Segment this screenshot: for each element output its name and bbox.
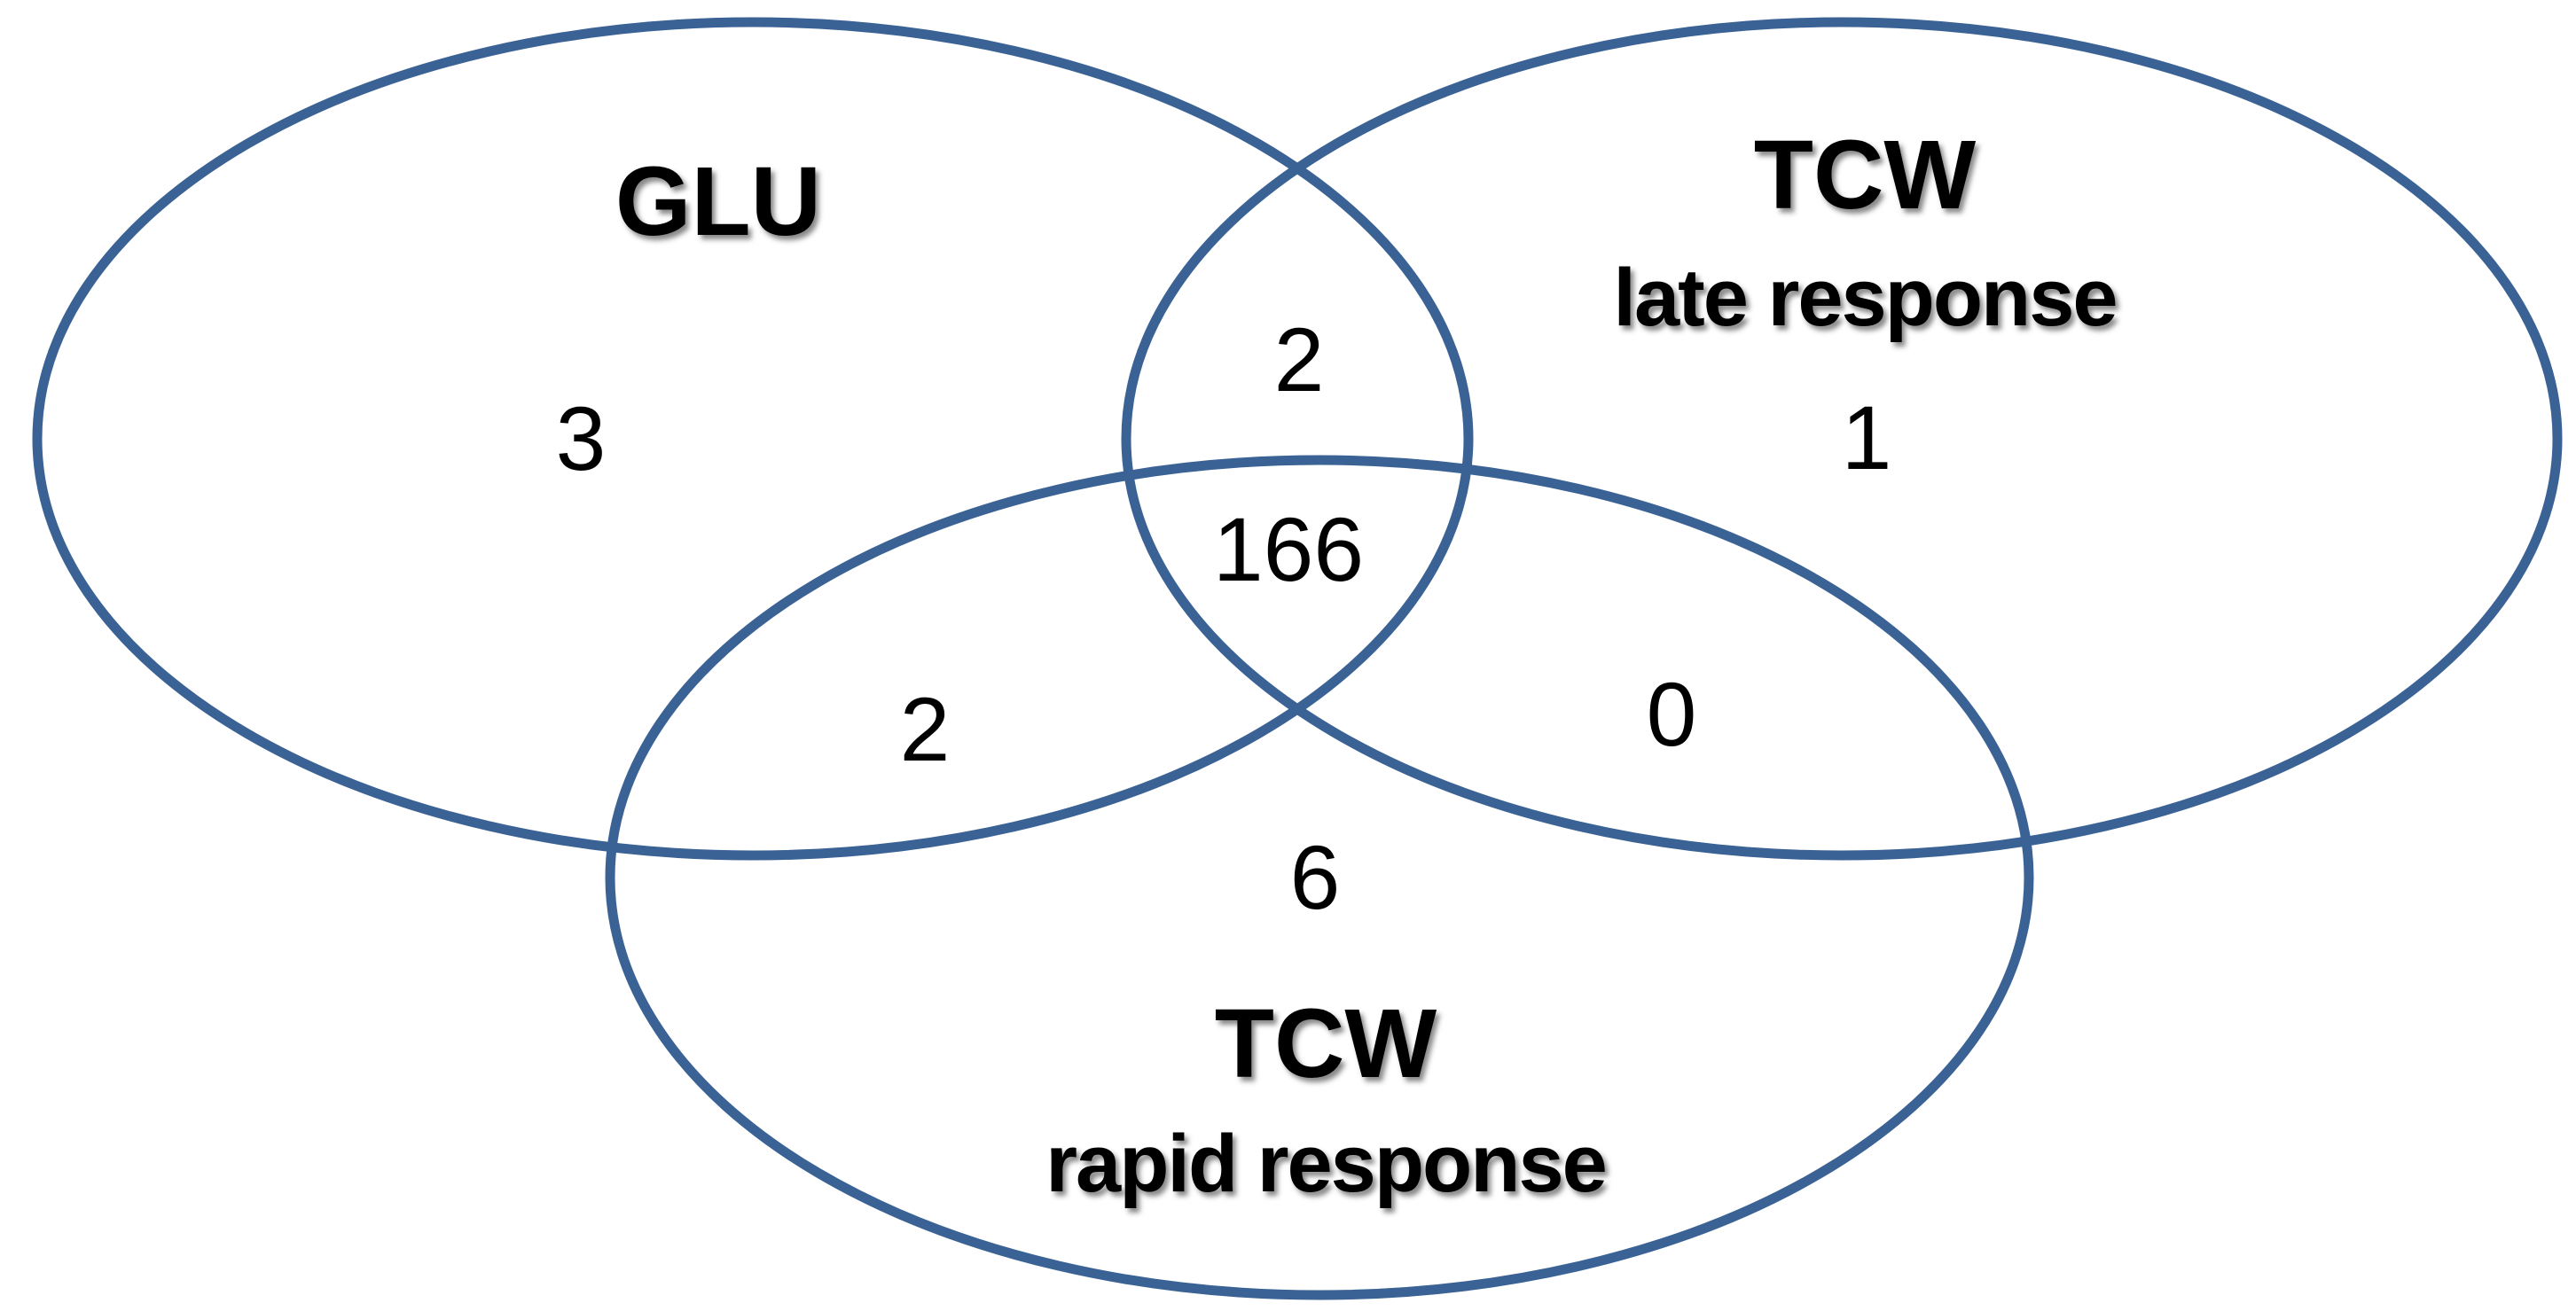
region-value-rapid-only: 6	[1289, 827, 1341, 928]
tcw-rapid-set-sublabel: rapid response	[1045, 1119, 1608, 1209]
tcw-rapid-response-ellipse	[605, 455, 2034, 1300]
region-value-all-three: 166	[1212, 499, 1365, 600]
glu-ellipse	[32, 17, 1474, 861]
tcw-late-set-sublabel: late response	[1613, 253, 2118, 343]
region-value-late-and-rapid: 0	[1646, 664, 1697, 765]
glu-set-label: GLU	[615, 147, 822, 256]
region-value-glu-and-late: 2	[1273, 309, 1325, 410]
tcw-late-response-ellipse	[1121, 17, 2563, 861]
tcw-rapid-set-label: TCW	[1214, 989, 1437, 1098]
region-value-glu-only: 3	[555, 388, 607, 489]
region-value-glu-and-rapid: 2	[899, 679, 951, 780]
tcw-late-set-label: TCW	[1753, 121, 1977, 230]
region-value-late-only: 1	[1841, 387, 1892, 488]
